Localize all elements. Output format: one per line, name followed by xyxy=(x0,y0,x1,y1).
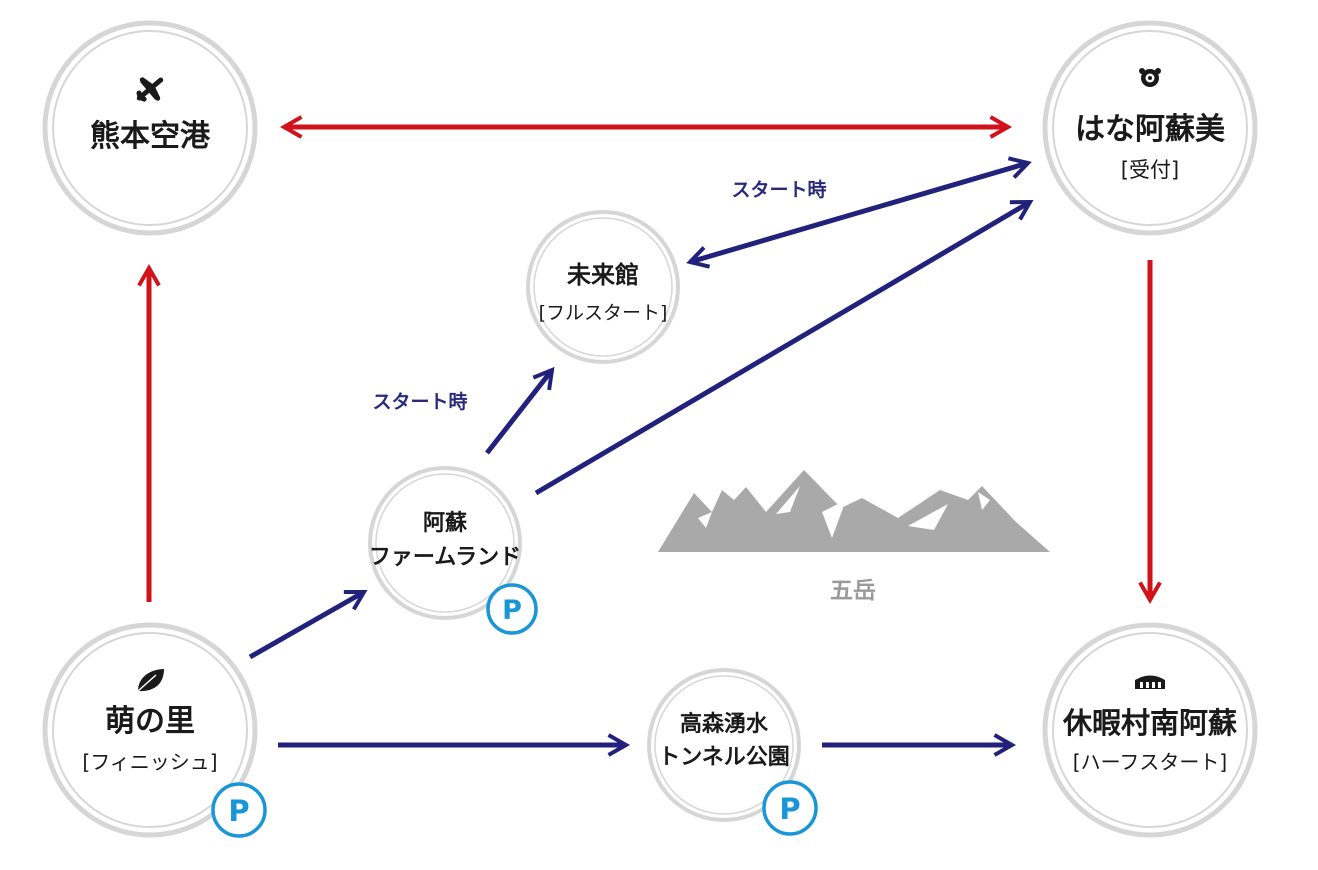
mountain-icon xyxy=(658,470,1050,552)
edge-hana-miraikan xyxy=(686,156,1032,269)
node-name: 未来館 xyxy=(567,261,639,289)
node-miraikan: 未来館 [フルスタート] xyxy=(526,210,680,364)
parking-label: P xyxy=(228,794,249,828)
node-name: 萌の里 xyxy=(105,704,195,739)
node-sub: [ハーフスタート] xyxy=(1073,750,1227,774)
node-line1: 高森湧水 xyxy=(680,711,769,737)
node-name: はな阿蘇美 xyxy=(1075,112,1225,147)
node-aso-farmland: 阿蘇 ファームランド P xyxy=(368,466,538,635)
parking-label: P xyxy=(779,792,800,826)
node-kumamoto-airport: 熊本空港 xyxy=(42,20,258,236)
edge-farmland-miraikan xyxy=(485,366,555,455)
node-line2: トンネル公園 xyxy=(658,745,790,770)
node-moe-no-sato: 萌の里 [フィニッシュ] P xyxy=(42,622,267,838)
node-sub: [フルスタート] xyxy=(539,302,668,324)
node-sub: [フィニッシュ] xyxy=(82,750,217,774)
mountain-label: 五岳 xyxy=(830,578,876,604)
node-line2: ファームランド xyxy=(369,545,521,570)
node-line1: 阿蘇 xyxy=(423,510,467,536)
building-icon xyxy=(1135,675,1165,689)
node-kyuka-minami-aso: 休暇村南阿蘇 [ハーフスタート] xyxy=(1042,622,1258,838)
rose-icon xyxy=(1139,68,1161,87)
edge-label-start-lower: スタート時 xyxy=(372,391,467,413)
parking-icon: P xyxy=(211,782,267,838)
node-hana-aso: はな阿蘇美 [受付] xyxy=(1042,20,1258,236)
edge-moe-farmland xyxy=(248,589,368,660)
parking-icon: P xyxy=(762,780,818,836)
node-sub: [受付] xyxy=(1121,158,1179,182)
node-name: 休暇村南阿蘇 xyxy=(1062,706,1237,740)
edge-label-start-upper: スタート時 xyxy=(731,179,826,201)
node-name: 熊本空港 xyxy=(90,119,211,154)
leaf-icon xyxy=(137,669,164,692)
node-takamori-tunnel: 高森湧水 トンネル公園 P xyxy=(647,668,818,836)
edge-farmland-hana xyxy=(534,199,1034,496)
parking-label: P xyxy=(502,595,522,626)
parking-icon: P xyxy=(486,583,538,635)
